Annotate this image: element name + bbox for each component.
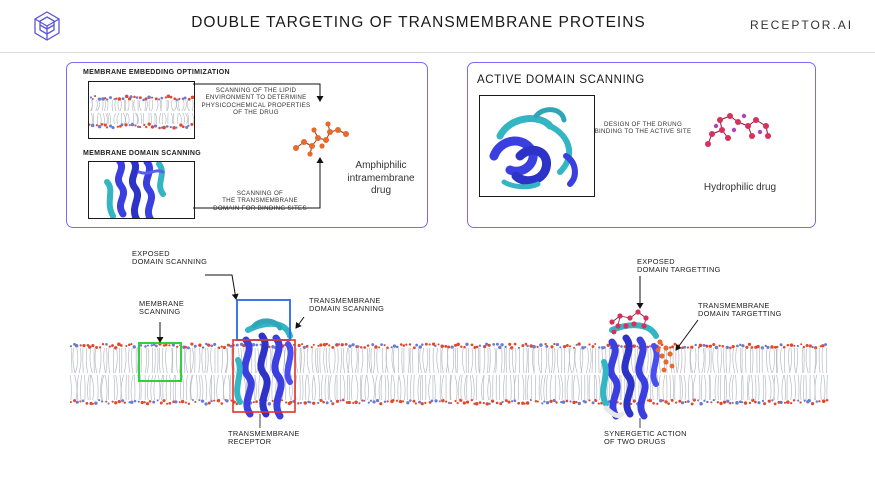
embedding-note-line: ENVIRONMENT TO DETERMINE — [205, 94, 307, 102]
transmembrane-domain-box — [232, 339, 296, 413]
label-line: DOMAIN SCANNING — [309, 304, 385, 314]
synergetic-label: SYNERGETIC ACTION OF TWO DRUGS — [604, 429, 687, 447]
tm-targetting-label: TRANSMEMBRANE DOMAIN TARGETTING — [698, 301, 782, 319]
label-line: TRANSMEMBRANE — [228, 429, 300, 438]
label-line: DOMAIN SCANNING — [132, 257, 208, 267]
domain-note-line: THE TRANSMEMBRANE — [222, 197, 298, 205]
helix-bundle-thumbnail — [88, 161, 195, 219]
exposed-targetting-label: EXPOSED DOMAIN TARGETTING — [637, 257, 721, 275]
active-domain-thumbnail — [479, 95, 595, 197]
label-line: DOMAIN TARGETTING — [637, 265, 721, 275]
hydrophilic-drug-label: Hydrophilic drug — [703, 182, 777, 193]
page-title: DOUBLE TARGETING OF TRANSMEMBRANE PROTEI… — [191, 14, 646, 31]
membrane-scanning-box — [138, 342, 182, 382]
label-line: EXPOSED — [637, 257, 675, 266]
active-domain-title: ACTIVE DOMAIN SCANNING — [477, 74, 645, 86]
targeted-receptor — [600, 322, 660, 420]
active-note-line: BINDING TO THE ACTIVE SITE — [594, 128, 692, 136]
receptor-ai-logo-icon — [34, 11, 60, 41]
label-line: DOMAIN TARGETTING — [698, 309, 782, 319]
drug-label-line: intramembrane — [347, 172, 415, 184]
drug-label-line: Amphiphilic — [355, 160, 407, 171]
label-line: EXPOSED — [132, 249, 170, 258]
label-line: OF TWO DRUGS — [604, 437, 666, 447]
label-line: SYNERGETIC ACTION — [604, 429, 687, 438]
embedding-optimization-title: MEMBRANE EMBEDDING OPTIMIZATION — [83, 69, 230, 76]
exposed-domain-drug — [609, 309, 649, 335]
tm-scanning-label: TRANSMEMBRANE DOMAIN SCANNING — [309, 296, 385, 314]
domain-scanning-title: MEMBRANE DOMAIN SCANNING — [83, 150, 202, 157]
label-line: RECEPTOR — [228, 437, 272, 447]
active-note-line: DESIGN OF THE DRUNG — [603, 121, 683, 128]
embedding-note-line: PHYSICOCHEMICAL PROPERTIES — [201, 101, 311, 109]
amphiphilic-drug-label: Amphiphilic intramembrane drug — [344, 160, 418, 198]
label-line: MEMBRANE — [139, 299, 185, 308]
active-domain-note: DESIGN OF THE DRUNG BINDING TO THE ACTIV… — [592, 121, 694, 136]
embedding-note-line: OF THE DRUG — [233, 109, 279, 117]
embedding-note-line: SCANNING OF THE LIPID — [215, 87, 297, 94]
transmembrane-domain-drug — [655, 339, 675, 373]
label-line: SCANNING — [139, 307, 181, 317]
exposed-scanning-label: EXPOSED DOMAIN SCANNING — [132, 249, 208, 267]
hydrophilic-drug-molecule — [705, 113, 771, 147]
drug-label-line: drug — [370, 185, 391, 196]
embedding-note: SCANNING OF THE LIPID ENVIRONMENT TO DET… — [196, 87, 316, 117]
domain-note-line: SCANNING OF — [236, 190, 284, 197]
lipid-bilayer — [69, 342, 829, 406]
lipid-bilayer-thumbnail — [88, 81, 195, 139]
brand-name: RECEPTOR.AI — [750, 18, 854, 32]
label-line: TRANSMEMBRANE — [698, 301, 770, 310]
header-bar: DOUBLE TARGETING OF TRANSMEMBRANE PROTEI… — [0, 0, 875, 53]
amphiphilic-drug-molecule — [293, 121, 349, 157]
label-line: TRANSMEMBRANE — [309, 296, 381, 305]
tm-receptor-label: TRANSMEMBRANE RECEPTOR — [228, 429, 300, 447]
membrane-scanning-label: MEMBRANE SCANNING — [139, 299, 185, 317]
transmembrane-receptor — [234, 318, 294, 420]
